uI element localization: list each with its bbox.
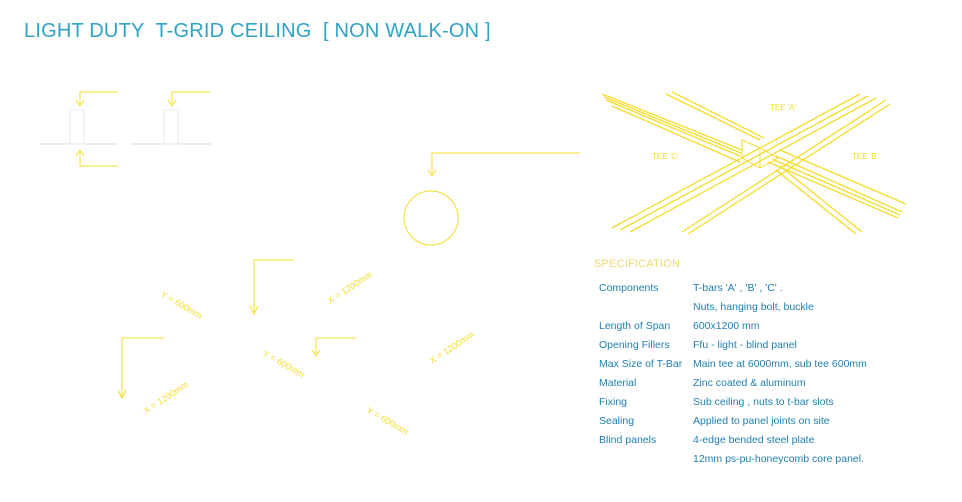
spec-value: T-bars 'A' , 'B' , 'C' . [693, 282, 783, 294]
label-tee-c: TEE 'C' [652, 152, 679, 161]
section-detail-right [130, 91, 212, 145]
grid-dimension-marks [117, 259, 356, 400]
spec-label: Sealing [599, 415, 635, 427]
page-title: LIGHT DUTY T-GRID CEILING [ NON WALK-ON … [24, 20, 491, 42]
spec-value: 4-edge bended steel plate [693, 434, 815, 446]
section-detail-left [40, 91, 118, 167]
spec-label: Opening Fillers [599, 339, 670, 351]
dimension-y-2: Y = 600mm [261, 348, 306, 380]
detail-leader [403, 152, 580, 246]
spec-label: Length of Span [599, 320, 671, 332]
spec-heading: SPECIFICATION [594, 258, 681, 270]
spec-value: Ffu - light - blind panel [693, 339, 797, 351]
spec-value: 12mm ps-pu-honeycomb core panel. [693, 453, 865, 465]
label-tee-a: TEE 'A' [770, 103, 797, 112]
spec-value: Applied to panel joints on site [693, 415, 830, 427]
spec-label: Blind panels [599, 434, 657, 446]
dimension-y-3: Y = 600mm [365, 405, 410, 437]
spec-value: Nuts, hanging bolt, buckle [693, 301, 814, 313]
spec-label: Max Size of T-Bar [599, 358, 683, 370]
tbar-intersection-detail [601, 91, 907, 235]
spec-value: 600x1200 mm [693, 320, 760, 332]
dimension-x-3: X = 1200mm [142, 379, 190, 415]
spec-label: Fixing [599, 396, 628, 408]
spec-value: Sub ceiling , nuts to t-bar slots [693, 396, 834, 408]
spec-label: Components [599, 282, 659, 294]
label-tee-b: TEE 'B' [852, 152, 879, 161]
dimension-x-1: X = 1200mm [326, 269, 374, 305]
spec-label: Material [599, 377, 637, 389]
dimension-x-2: X = 1200mm [428, 329, 476, 365]
spec-value: Main tee at 6000mm, sub tee 600mm [693, 358, 867, 370]
dimension-y-1: Y = 600mm [159, 289, 204, 321]
spec-value: Zinc coated & aluminum [693, 377, 806, 389]
